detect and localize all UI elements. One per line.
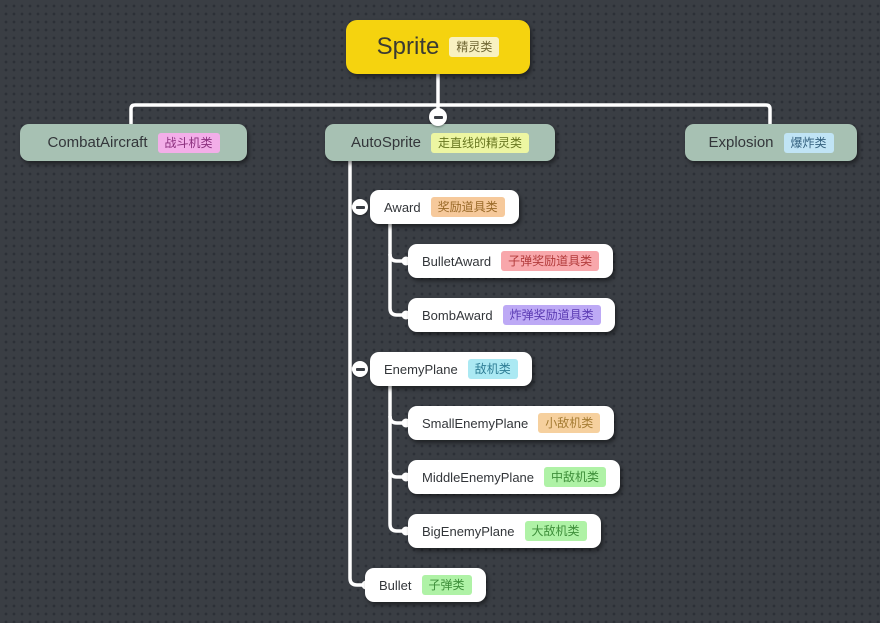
- node-award[interactable]: Award 奖励道具类: [370, 190, 519, 224]
- node-bombaward[interactable]: BombAward 炸弹奖励道具类: [408, 298, 615, 332]
- minus-icon: [355, 205, 365, 209]
- node-autosprite[interactable]: AutoSprite 走直线的精灵类: [325, 124, 555, 161]
- connector-autosprite-rail: [348, 161, 362, 587]
- node-enemyplane[interactable]: EnemyPlane 敌机类: [370, 352, 532, 386]
- connector-enemy-rail: [388, 386, 403, 533]
- connector-stub-middleenemy: [388, 469, 403, 479]
- collapse-button-enemyplane[interactable]: [352, 361, 368, 377]
- node-label: CombatAircraft: [47, 134, 148, 151]
- tag-badge: 中敌机类: [544, 467, 607, 487]
- tag-badge: 精灵类: [449, 37, 500, 57]
- node-label: SmallEnemyPlane: [422, 415, 529, 431]
- node-bigenemyplane[interactable]: BigEnemyPlane 大敌机类: [408, 514, 601, 548]
- tag-badge: 爆炸类: [783, 132, 834, 153]
- tag-badge: 奖励道具类: [430, 197, 505, 217]
- node-sprite[interactable]: Sprite 精灵类: [346, 20, 530, 74]
- node-combataircraft[interactable]: CombatAircraft 战斗机类: [20, 124, 247, 161]
- tag-badge: 子弹类: [421, 575, 472, 595]
- connector-stub-smallenemy: [388, 415, 403, 425]
- connector-award-rail: [388, 224, 403, 317]
- node-middleenemyplane[interactable]: MiddleEnemyPlane 中敌机类: [408, 460, 621, 494]
- tag-badge: 敌机类: [467, 359, 518, 379]
- node-explosion[interactable]: Explosion 爆炸类: [685, 124, 857, 161]
- node-label: AutoSprite: [350, 134, 422, 151]
- connector-top-rail: [129, 103, 772, 124]
- tag-badge: 小敌机类: [538, 413, 601, 433]
- node-label: BigEnemyPlane: [422, 523, 515, 539]
- collapse-button-sprite[interactable]: [429, 108, 447, 126]
- tag-badge: 炸弹奖励道具类: [502, 305, 601, 325]
- minus-icon: [433, 115, 443, 119]
- node-bulletaward[interactable]: BulletAward 子弹奖励道具类: [408, 244, 614, 278]
- node-label: BombAward: [422, 307, 493, 323]
- tag-badge: 大敌机类: [524, 521, 587, 541]
- node-label: Sprite: [376, 33, 440, 60]
- node-label: Bullet: [379, 577, 412, 593]
- tag-badge: 战斗机类: [157, 132, 220, 153]
- node-label: Award: [384, 199, 421, 215]
- node-smallenemyplane[interactable]: SmallEnemyPlane 小敌机类: [408, 406, 615, 440]
- node-label: Explosion: [708, 134, 774, 151]
- tag-badge: 走直线的精灵类: [431, 132, 530, 153]
- node-label: MiddleEnemyPlane: [422, 469, 535, 485]
- connector-stub-bulletaward: [388, 253, 403, 263]
- tag-badge: 子弹奖励道具类: [501, 251, 600, 271]
- node-bullet[interactable]: Bullet 子弹类: [365, 568, 486, 602]
- node-label: EnemyPlane: [384, 361, 458, 377]
- collapse-button-award[interactable]: [352, 199, 368, 215]
- minus-icon: [355, 367, 365, 371]
- node-label: BulletAward: [422, 253, 492, 269]
